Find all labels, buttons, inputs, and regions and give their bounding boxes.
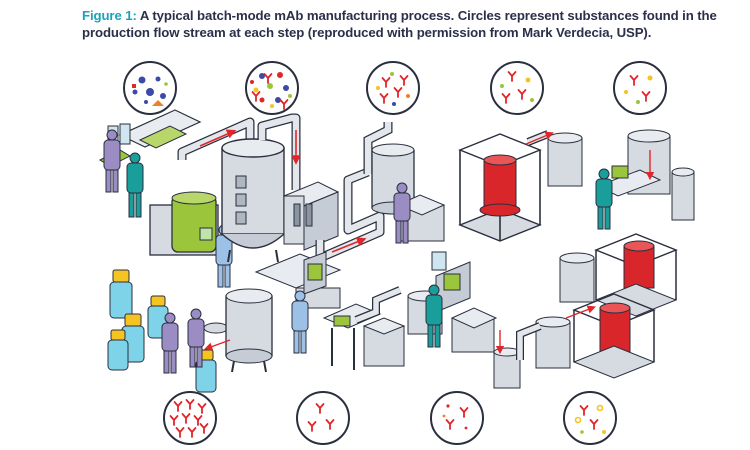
final-filtration-column [535,293,656,379]
substance-circle-formulated-bulk [296,391,350,445]
substance-circle-cell-culture [123,61,177,115]
figure-label: Figure 1: [82,8,137,23]
operator-icon [425,284,443,348]
ufdf-skid [254,251,382,370]
operator-icon [595,168,613,230]
flow-arrow-icon [331,237,367,253]
substance-circle-polishing [613,61,667,115]
seed-bioreactor [149,191,219,256]
vial-fill-icon [107,269,217,393]
harvest-skid [282,181,340,251]
operator-icon [291,290,309,354]
chromatography-column-icon [458,133,542,242]
buffer-tank [547,132,583,187]
flow-arrow-icon [525,131,554,145]
flow-arrow-icon [204,339,231,351]
polishing-tank [596,129,695,221]
substance-circle-harvest [366,61,420,115]
viral-filtration-skid [407,251,521,389]
substance-circle-polished [563,391,617,445]
operator-icon [187,308,205,368]
substance-circle-capture [490,61,544,115]
substance-circle-viral-filtration [430,391,484,445]
substance-circle-drug-product [163,391,217,445]
flow-arrow-icon [565,305,596,319]
operator-icon [126,152,144,218]
operator-icon [161,312,179,374]
formulation-tank [204,288,273,373]
flow-arrow-icon [199,129,237,147]
production-bioreactor [221,138,285,263]
diafiltration-tank [362,317,406,367]
viral-inactivation-column [559,233,678,317]
caption-text: A typical batch-mode mAb manufacturing p… [82,8,717,40]
figure-caption: Figure 1: A typical batch-mode mAb manuf… [82,8,722,41]
operator-icon [103,129,121,193]
substance-circle-bioreactor [245,61,299,115]
operator-icon [393,182,411,244]
